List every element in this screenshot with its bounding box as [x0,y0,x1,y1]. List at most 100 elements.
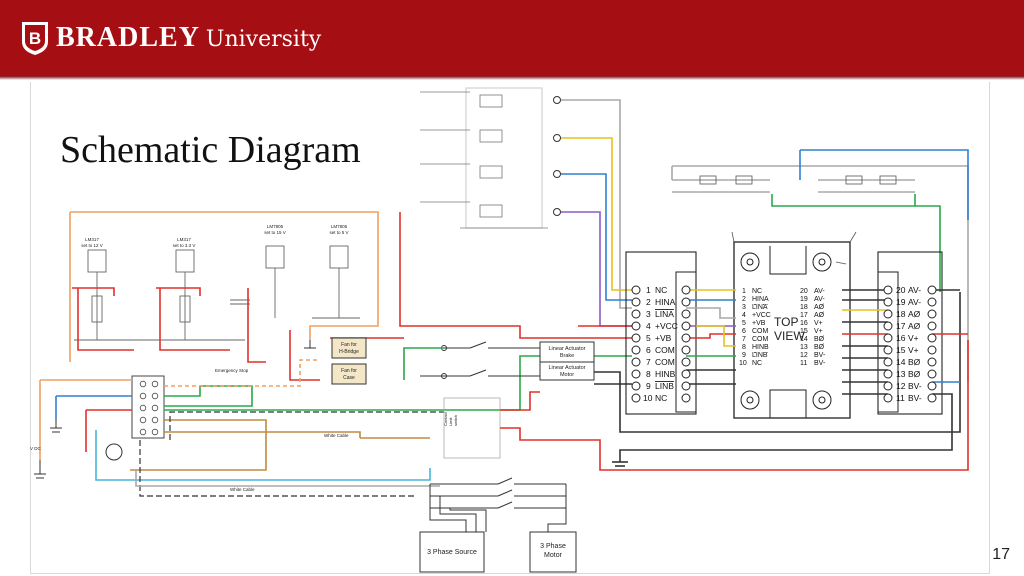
ic-left-2-name: HINA [752,296,769,303]
ic-left-4-name: +VCC [752,312,771,319]
rh-pin-11-num: 11 [896,393,905,403]
white-cable-label-2: White Cable [230,487,255,492]
ic-left-8-name: HINB [752,344,769,351]
ic-right-20-name: AV- [814,288,825,295]
lh-pin-3-num: 3 [646,309,651,319]
lh-pin-8-num: 8 [646,369,651,379]
lh-pin-6-name: COM [655,345,675,355]
rh-pin-14-num: 14 [896,357,906,367]
ic-left-7-name: COM [752,336,769,343]
ic-left-10-name: NC [752,360,762,367]
actuator-brake-line2: Brake [560,353,574,359]
lh-pin-6-num: 6 [646,345,651,355]
slide-frame [30,82,990,574]
rh-pin-18-name: AØ [908,309,921,319]
lh-pin-7-num: 7 [646,357,651,367]
header-shadow [0,76,1024,80]
rh-pin-17-name: AØ [908,321,921,331]
top-view-line2: VIEW [774,329,805,343]
lh-pin-5-name: +VB [655,333,672,343]
ic-right-13-num: 13 [800,344,808,351]
rh-pin-17-num: 17 [896,321,906,331]
ic-right-14-num: 14 [800,336,808,343]
rh-pin-16-name: V+ [908,333,919,343]
ic-right-17-name: AØ [814,312,825,319]
rh-pin-20-name: AV- [908,285,921,295]
rh-pin-15-num: 15 [896,345,906,355]
vdc-label: V DC [30,446,42,451]
ic-right-15-name: V+ [814,328,823,335]
ic-right-19-name: AV- [814,296,825,303]
ic-left-9-name: LINB [752,352,768,359]
ic-right-18-num: 18 [800,304,808,311]
svg-text:B: B [29,29,41,48]
three-phase-motor-line2: Motor [544,552,563,559]
fan-hbridge-line2: H-Bridge [339,349,359,355]
regulator-2-line2: set to 3.3 V [173,243,196,248]
regulator-4-line1: LM7805 [331,224,348,229]
rh-pin-16-num: 16 [896,333,906,343]
ic-right-15-num: 15 [800,328,808,335]
ic-right-11-name: BV- [814,360,826,367]
lh-pin-7-name: COM [655,357,675,367]
ic-right-13-name: BØ [814,344,825,351]
fan-hbridge-line1: Fan for [341,342,357,348]
regulator-3-line2: set to 15 V [264,230,286,235]
ic-left-3-num: 3 [742,304,746,311]
regulator-4-line2: set to 5 V [329,230,348,235]
contact-switch-line2: Limit [448,417,453,426]
lh-pin-9-num: 9 [646,381,651,391]
top-view-line1: TOP [774,315,798,329]
rh-pin-13-name: BØ [908,369,921,379]
rh-pin-18-num: 18 [896,309,906,319]
lh-pin-4-name: +VCC [655,321,678,331]
ic-right-14-name: BØ [814,336,825,343]
brand-name: BRADLEY [56,22,200,53]
ic-right-12-num: 12 [800,352,808,359]
rh-pin-11-name: BV- [908,393,922,403]
ic-left-5-name: +VB [752,320,766,327]
ic-left-1-name: NC [752,288,762,295]
optocoupler-block [420,87,548,229]
ic-left-2-num: 2 [742,296,746,303]
ic-left-7-num: 7 [742,336,746,343]
rh-pin-12-num: 12 [896,381,906,391]
rh-pin-15-name: V+ [908,345,919,355]
lh-pin-2-num: 2 [646,297,651,307]
ic-left-1-num: 1 [742,288,746,295]
lh-pin-9-name: LINB [655,381,674,391]
ic-left-6-num: 6 [742,328,746,335]
three-phase-motor-line1: 3 Phase [540,543,566,550]
ic-left-10-num: 10 [739,360,747,367]
fan-case-line2: Case [343,375,355,381]
actuator-motor-line1: Linear Actuator [549,365,586,371]
ic-left-5-num: 5 [742,320,746,327]
rh-pin-19-num: 19 [896,297,906,307]
emergency-stop-label: Emergency Stop [215,368,249,373]
bradley-shield-logo-icon: B [22,22,48,55]
lh-pin-10-name: NC [655,393,667,403]
ic-right-16-name: V+ [814,320,823,327]
lh-pin-4-num: 4 [646,321,651,331]
lh-pin-1-num: 1 [646,285,651,295]
three-phase-source-label: 3 Phase Source [427,549,477,556]
lh-pin-10-num: 10 [643,393,653,403]
fan-case-line1: Fan for [341,368,357,374]
rh-pin-20-num: 20 [896,285,906,295]
rh-pin-14-name: BØ [908,357,921,367]
lh-pin-3-name: LINA [655,309,674,319]
regulator-3-line1: LM7805 [267,224,284,229]
actuator-motor-line2: Motor [560,372,574,378]
ic-right-12-name: BV- [814,352,826,359]
lh-pin-1-name: NC [655,285,667,295]
lh-pin-5-num: 5 [646,333,651,343]
ic-right-18-name: AØ [814,304,825,311]
rh-pin-13-num: 13 [896,369,906,379]
ic-left-6-name: COM [752,328,769,335]
ic-right-17-num: 17 [800,312,808,319]
rh-pin-19-name: AV- [908,297,921,307]
ic-left-4-num: 4 [742,312,746,319]
